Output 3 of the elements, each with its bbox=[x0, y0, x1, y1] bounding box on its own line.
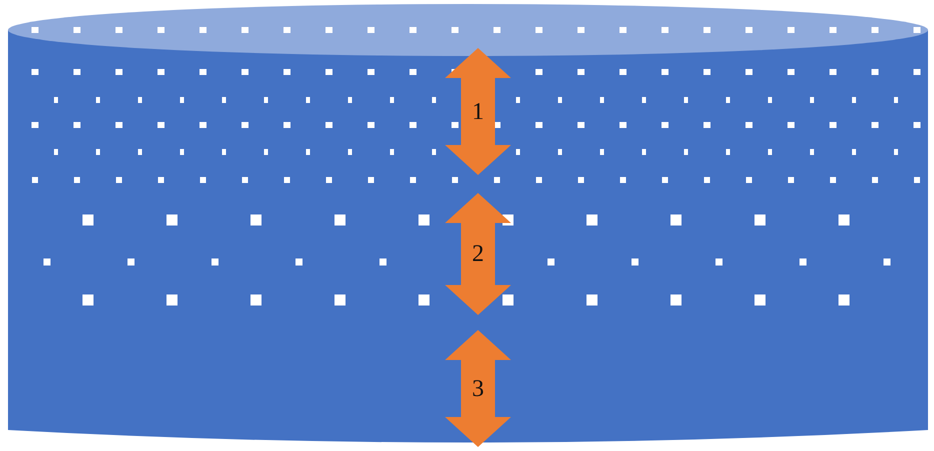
zone-number: 1 bbox=[471, 98, 485, 124]
zone-number: 2 bbox=[471, 241, 485, 267]
zone-number: 3 bbox=[471, 376, 485, 402]
